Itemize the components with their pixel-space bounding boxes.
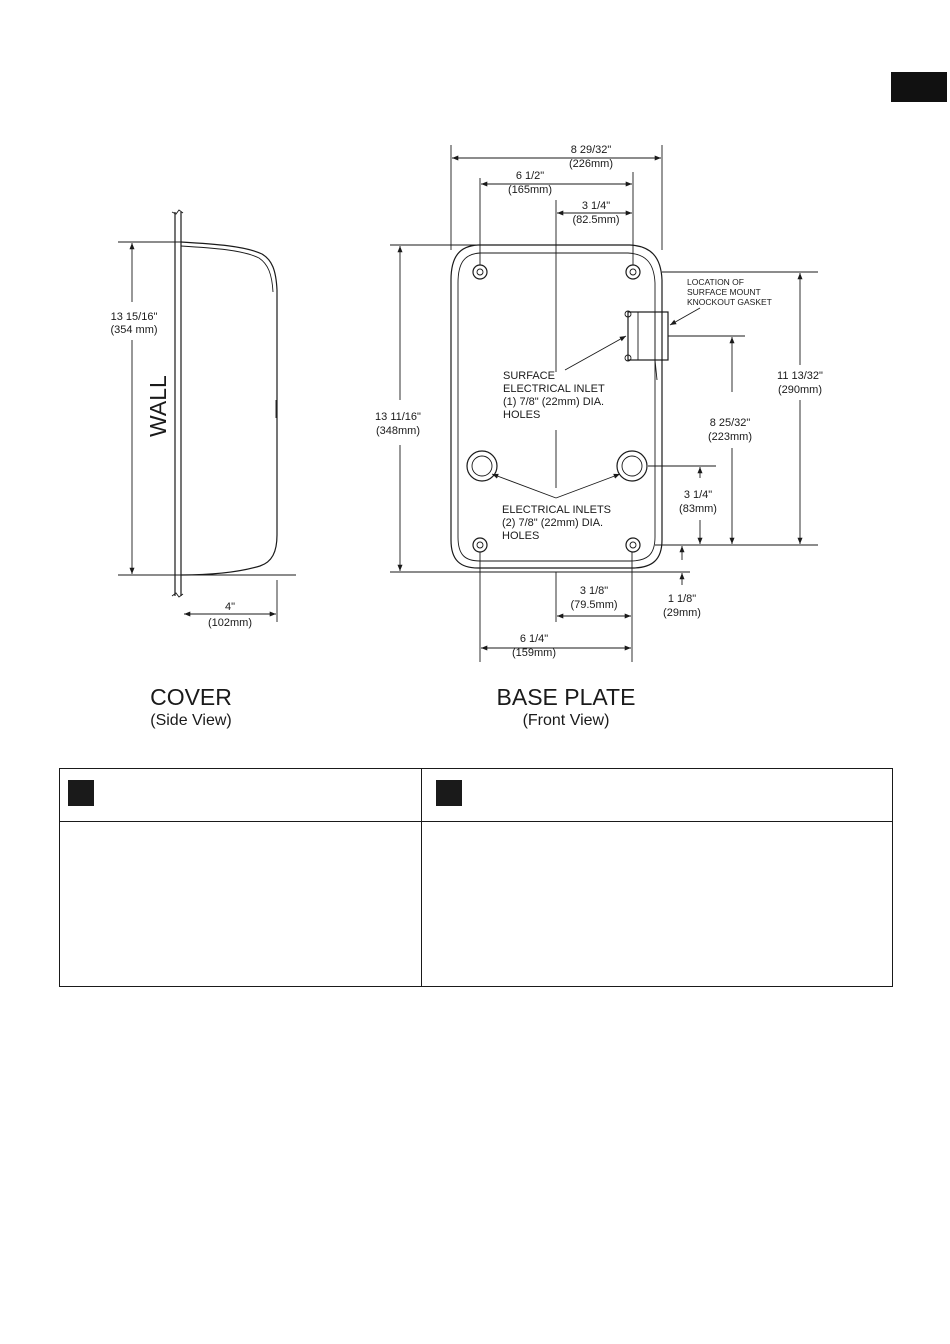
electrical-inlets-note-line1: ELECTRICAL INLETS: [502, 504, 611, 516]
cover-title: COVER: [150, 684, 232, 710]
gasket-height-in: 11 13/32": [777, 370, 823, 382]
overall-width-in: 8 29/32": [571, 144, 612, 156]
base-plate-title: BASE PLATE: [497, 684, 636, 710]
cover-height-in: 13 15/16": [111, 311, 158, 323]
inlet-height-in: 8 25/32": [710, 417, 751, 429]
surface-inlet-note-line1: SURFACE: [503, 370, 555, 382]
section-tab-marker: [891, 72, 947, 102]
electrical-inlets-note-line3: HOLES: [502, 530, 539, 542]
bottom-hole-span-in: 6 1/4": [520, 633, 548, 645]
cover-side-view: WALL 13 15/16" (354 mm) 4" (102mm) COVER…: [110, 209, 296, 729]
table-header-divider: [60, 821, 892, 822]
base-plate-front-view: 8 29/32" (226mm) 6 1/2" (165mm) 3 1/4" (…: [375, 144, 823, 729]
cover-depth-in: 4": [225, 601, 235, 613]
base-plate-subtitle: (Front View): [523, 712, 610, 729]
surface-inlet-note-line3: (1) 7/8" (22mm) DIA.: [503, 396, 604, 408]
overall-height-mm: (348mm): [376, 425, 420, 437]
gasket-height-mm: (290mm): [778, 384, 822, 396]
overall-width-mm: (226mm): [569, 158, 613, 170]
cover-depth-mm: (102mm): [208, 617, 252, 629]
inlet-to-hole-mm: (83mm): [679, 503, 717, 515]
bottom-hole-span-mm: (159mm): [512, 647, 556, 659]
left-header-marker: [68, 780, 94, 806]
inlet-to-hole-in: 3 1/4": [684, 489, 712, 501]
wall-label: WALL: [145, 375, 171, 437]
surface-inlet-note-line4: HOLES: [503, 409, 540, 421]
info-table: [59, 768, 893, 987]
top-hole-span-mm: (165mm): [508, 184, 552, 196]
bottom-half-in: 3 1/8": [580, 585, 608, 597]
inlet-height-mm: (223mm): [708, 431, 752, 443]
gasket-note-line1: LOCATION OF: [687, 277, 744, 287]
half-width-in: 3 1/4": [582, 200, 610, 212]
cover-subtitle: (Side View): [150, 712, 232, 729]
bottom-offset-mm: (29mm): [663, 607, 701, 619]
half-width-mm: (82.5mm): [572, 214, 619, 226]
electrical-inlets-note-line2: (2) 7/8" (22mm) DIA.: [502, 517, 603, 529]
bottom-half-mm: (79.5mm): [570, 599, 617, 611]
bottom-offset-in: 1 1/8": [668, 593, 696, 605]
table-column-divider: [421, 769, 422, 986]
overall-height-in: 13 11/16": [375, 411, 421, 423]
top-hole-span-in: 6 1/2": [516, 170, 544, 182]
gasket-note-line3: KNOCKOUT GASKET: [687, 297, 772, 307]
right-header-marker: [436, 780, 462, 806]
gasket-note-line2: SURFACE MOUNT: [687, 287, 761, 297]
cover-height-mm: (354 mm): [110, 324, 157, 336]
surface-inlet-note-line2: ELECTRICAL INLET: [503, 383, 605, 395]
